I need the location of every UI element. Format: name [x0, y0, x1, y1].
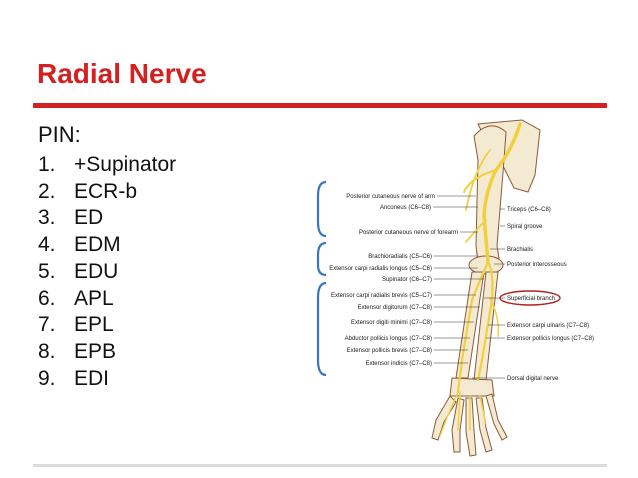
label-spiral-groove: Spiral groove	[507, 224, 543, 230]
list-item: 8.EPB	[38, 339, 117, 363]
humerus-bone	[473, 125, 507, 263]
list-item: 7.EPL	[38, 313, 114, 337]
label-epl: Extensor pollicis longus (C7–C8)	[507, 336, 594, 342]
bottom-divider	[33, 464, 607, 467]
list-item: 5.EDU	[38, 259, 119, 283]
leader-lines	[433, 195, 505, 379]
list-item: 1.+Supinator	[38, 153, 177, 176]
muscle-list: 1.+Supinator 2.ECR-b 3.ED 4.EDM 5.EDU 6.…	[38, 152, 176, 392]
label-ecr-brevis: Extensor carpi radialis brevis (C5–C7)	[331, 293, 432, 299]
list-item: 9.EDI	[38, 366, 110, 390]
label-triceps: Triceps (C6–C8)	[507, 207, 551, 213]
label-brachialis: Brachialis	[507, 247, 533, 253]
label-dorsal-digital-nerve: Dorsal digital nerve	[507, 376, 559, 382]
label-posterior-interosseous: Posterior interosseous	[507, 262, 567, 268]
label-posterior-cutaneous-arm: Posterior cutaneous nerve of arm	[346, 194, 435, 200]
label-extensor-digiti-minimi: Extensor digiti minimi (C7–C8)	[351, 320, 432, 326]
pin-heading: PIN:	[38, 122, 81, 147]
list-item: 3.ED	[38, 206, 104, 230]
nerve-paths	[439, 122, 522, 437]
label-ecu: Extensor carpi ulnaris (C7–C8)	[507, 323, 589, 329]
label-ecr-longus: Extensor carpi radialis longus (C5–C6)	[329, 266, 432, 272]
label-posterior-cutaneous-forearm: Posterior cutaneous nerve of forearm	[359, 230, 458, 236]
label-extensor-indicis: Extensor indicis (C7–C8)	[366, 361, 432, 367]
finger-bones	[431, 393, 508, 457]
label-supinator: Supinator (C6–C7)	[382, 277, 432, 283]
radial-nerve-diagram: Posterior cutaneous nerve of arm Anconeu…	[316, 119, 594, 457]
label-anconeus: Anconeus (C6–C8)	[380, 205, 431, 211]
label-superficial-branch: Superficial branch	[507, 296, 555, 302]
slide-title: Radial Nerve	[37, 58, 207, 89]
label-abductor-pollicis-longus: Abductor pollicis longus (C7–C8)	[345, 336, 432, 342]
list-item: 4.EDM	[38, 233, 121, 257]
label-extensor-digitorum: Extensor digitorum (C7–C8)	[358, 305, 432, 311]
label-extensor-pollicis-brevis: Extensor pollicis brevis (C7–C8)	[347, 348, 432, 354]
hand-shape	[449, 377, 495, 397]
list-item: 2.ECR-b	[38, 179, 138, 203]
label-brachioradialis: Brachioradialis (C5–C6)	[368, 254, 432, 260]
title-underline	[33, 103, 607, 108]
superficial-branch-circle	[499, 290, 561, 306]
blue-brackets	[316, 180, 327, 377]
list-item: 6.APL	[38, 286, 114, 310]
